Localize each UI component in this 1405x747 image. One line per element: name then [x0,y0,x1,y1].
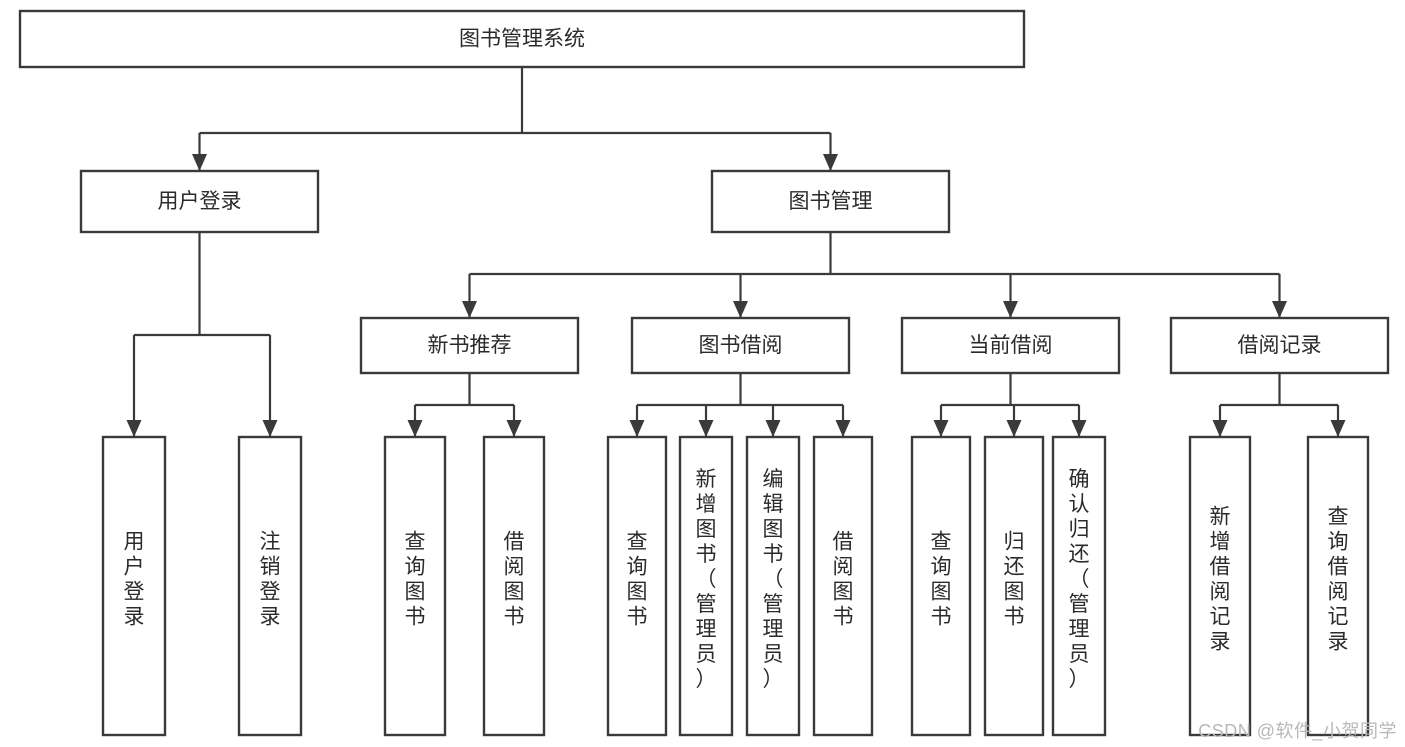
node-root-rect [18,9,1026,69]
arrow-head-icon-leaf-2-1 [698,420,714,437]
node-level3-0-rect [359,316,580,375]
node-leaf-7[interactable]: 借阅图书 [812,435,874,737]
node-root[interactable]: 图书管理系统 [18,9,1026,69]
arrow-head-icon-leaf-4-1 [1330,420,1346,437]
node-leaf-12-rect [1306,435,1370,737]
node-leaf-8[interactable]: 查询图书 [910,435,972,737]
node-level2-0-rect [79,169,320,234]
node-level3-2[interactable]: 当前借阅 [900,316,1121,375]
node-leaf-5-label: 新增图书（管理员） [696,468,717,691]
node-level2-1-label: 图书管理 [789,190,873,213]
node-level2-1[interactable]: 图书管理 [710,169,951,234]
node-leaf-12-label: 查询借阅记录 [1328,506,1349,654]
node-leaf-1[interactable]: 注销登录 [237,435,303,737]
arrow-head-icon-leaf-3-1 [1006,420,1022,437]
node-level3-1-rect [630,316,851,375]
node-leaf-2[interactable]: 查询图书 [383,435,447,737]
node-boxes: 图书管理系统用户登录图书管理新书推荐图书借阅当前借阅借阅记录用户登录注销登录查询… [18,9,1390,737]
arrow-head-icon-level2-1 [823,154,838,171]
arrow-head-icon-leaf-3-0 [933,420,949,437]
csdn-watermark: CSDN @软件_小贺同学 [1198,721,1397,741]
arrow-head-icon-leaf-2-3 [835,420,851,437]
node-leaf-6-rect [745,435,801,737]
node-leaf-7-rect [812,435,874,737]
node-leaf-6-label: 编辑图书（管理员） [763,468,784,691]
node-leaf-4-rect [606,435,668,737]
arrow-head-icon-leaf-4-0 [1212,420,1228,437]
arrow-head-icon-level2-0 [192,154,207,171]
arrow-head-icon-leaf-1-1 [506,420,522,437]
node-leaf-8-rect [910,435,972,737]
node-leaf-10[interactable]: 确认归还（管理员） [1051,435,1107,737]
node-leaf-1-label: 注销登录 [260,531,281,629]
node-level3-2-rect [900,316,1121,375]
node-leaf-11-rect [1188,435,1252,737]
node-level3-2-label: 当前借阅 [969,334,1053,357]
arrow-head-icon-level3-1 [733,301,748,318]
arrow-head-icon-level3-2 [1003,301,1018,318]
node-leaf-9[interactable]: 归还图书 [983,435,1045,737]
arrow-head-icon-leaf-2-2 [765,420,781,437]
node-leaf-1-rect [237,435,303,737]
arrow-head-icon-leaf-1-0 [407,420,423,437]
node-leaf-0-rect [101,435,167,737]
arrow-head-icon-leaf-0-1 [262,420,278,437]
node-leaf-4-label: 查询图书 [627,531,648,629]
node-leaf-10-label: 确认归还（管理员） [1069,468,1090,691]
node-level3-0-label: 新书推荐 [428,334,512,357]
node-level2-0-label: 用户登录 [158,190,242,213]
arrow-head-icon-level3-0 [462,301,477,318]
node-level3-0[interactable]: 新书推荐 [359,316,580,375]
node-level3-3-rect [1169,316,1390,375]
node-level3-3-label: 借阅记录 [1238,334,1322,357]
node-leaf-6[interactable]: 编辑图书（管理员） [745,435,801,737]
node-leaf-2-rect [383,435,447,737]
node-level3-3[interactable]: 借阅记录 [1169,316,1390,375]
node-leaf-0-label: 用户登录 [124,531,145,629]
node-leaf-3-rect [482,435,546,737]
node-leaf-3-label: 借阅图书 [504,531,525,629]
arrow-head-icon-leaf-2-0 [629,420,645,437]
node-leaf-5-rect [678,435,734,737]
node-leaf-5[interactable]: 新增图书（管理员） [678,435,734,737]
node-leaf-9-label: 归还图书 [1004,531,1025,629]
node-level2-1-rect [710,169,951,234]
node-leaf-4[interactable]: 查询图书 [606,435,668,737]
node-leaf-2-label: 查询图书 [405,531,426,629]
node-level3-1[interactable]: 图书借阅 [630,316,851,375]
node-leaf-11[interactable]: 新增借阅记录 [1188,435,1252,737]
node-level3-1-label: 图书借阅 [699,334,783,357]
node-leaf-10-rect [1051,435,1107,737]
connector-lines [126,67,1346,437]
node-level2-0[interactable]: 用户登录 [79,169,320,234]
node-leaf-7-label: 借阅图书 [833,531,854,629]
node-leaf-0[interactable]: 用户登录 [101,435,167,737]
arrow-head-icon-level3-3 [1272,301,1287,318]
arrow-head-icon-leaf-3-2 [1071,420,1087,437]
node-leaf-12[interactable]: 查询借阅记录 [1306,435,1370,737]
node-root-label: 图书管理系统 [459,28,585,51]
node-leaf-3[interactable]: 借阅图书 [482,435,546,737]
node-leaf-8-label: 查询图书 [931,531,952,629]
node-leaf-9-rect [983,435,1045,737]
node-leaf-11-label: 新增借阅记录 [1210,506,1231,654]
arrow-head-icon-leaf-0-0 [126,420,142,437]
